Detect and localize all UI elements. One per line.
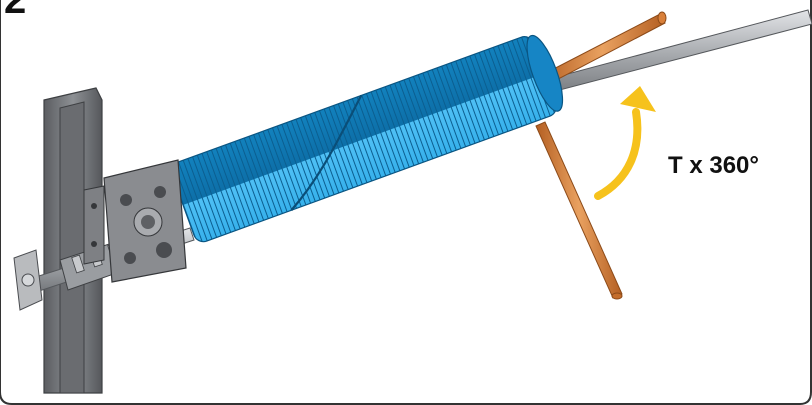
curved-arrow-icon: [598, 86, 656, 196]
step-number: 2: [4, 0, 26, 20]
torsion-spring: [169, 30, 571, 245]
rotation-label: T x 360°: [668, 152, 759, 180]
winding-bar-lower: [536, 122, 622, 298]
end-bearing: [14, 250, 42, 310]
